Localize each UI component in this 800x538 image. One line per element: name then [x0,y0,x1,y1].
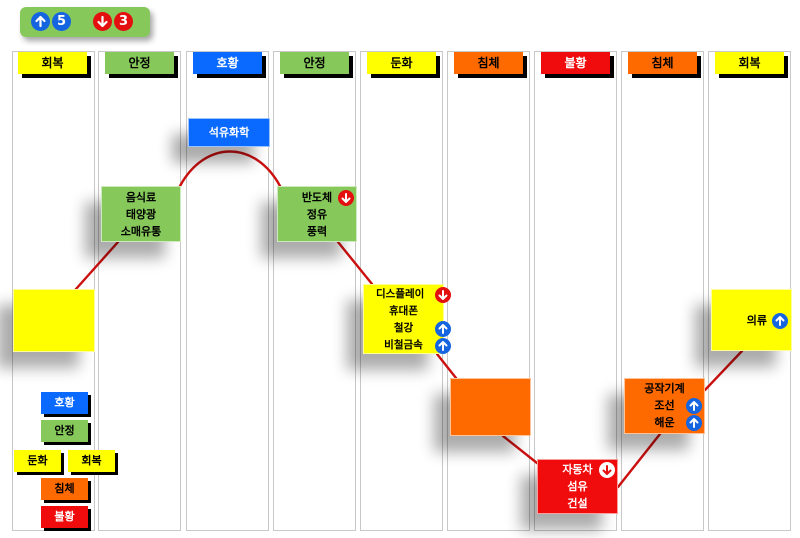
column-stable-2 [273,51,356,531]
sector-item: 석유화학 [208,126,250,139]
stable-sector-box-1: 음식료 태양광 소매유통 [101,186,181,242]
up-arrow-icon [31,12,50,31]
up-arrow-icon [435,321,451,337]
sector-item: 의류 [712,311,791,331]
header-recovery-1: 회복 [18,52,87,74]
boom-sector-box: 석유화학 [188,118,270,147]
sector-item: 디스플레이 [364,286,451,303]
sector-item: 조선 [625,397,704,414]
sector-label: 해운 [654,416,675,429]
trend-summary-panel: 5 3 [20,7,150,37]
sector-item: 소매유통 [120,225,162,238]
down-arrow-icon [599,462,615,478]
legend-stagnation: 침체 [41,478,88,500]
legend-boom: 호황 [41,392,88,414]
header-slowdown: 둔화 [367,52,436,74]
down-arrow-icon [435,287,451,303]
header-boom: 호황 [193,52,262,74]
header-stable-2: 안정 [280,52,349,74]
sector-item: 공작기계 [644,382,685,395]
sector-label: 디스플레이 [376,288,425,300]
up-count-badge: 5 [52,12,71,31]
sector-label: 철강 [393,322,414,334]
down-count-badge: 3 [114,12,133,31]
stable-sector-box-2: 반도체 정유 풍력 [277,186,357,242]
up-arrow-icon [686,415,702,431]
sector-item: 반도체 [278,189,356,206]
column-recession [534,51,617,531]
sector-label: 자동차 [562,463,593,476]
sector-item: 철강 [364,320,451,337]
legend-recession: 불황 [41,506,88,528]
header-recession: 불황 [541,52,610,74]
legend-recovery: 회복 [68,450,115,472]
stagnation-box-empty [450,378,531,436]
sector-item: 풍력 [306,225,328,238]
column-stagnation-1 [447,51,530,531]
header-stagnation-2: 침체 [628,52,697,74]
header-recovery-2: 회복 [715,52,784,74]
legend-slowdown: 둔화 [14,450,61,472]
down-arrow-icon [93,12,112,31]
column-stagnation-2 [621,51,704,531]
sector-label: 반도체 [301,191,333,204]
sector-item: 태양광 [125,208,157,221]
sector-item: 해운 [625,414,704,431]
slowdown-sector-box: 디스플레이 휴대폰 철강 비철금속 [363,284,451,354]
header-stagnation-1: 침체 [454,52,523,74]
stagnation-sector-box: 공작기계 조선 해운 [624,378,705,434]
sector-item: 자동차 [538,461,617,478]
legend-stable: 안정 [41,420,88,442]
sector-label: 조선 [654,399,675,412]
up-arrow-icon [686,398,702,414]
down-arrow-icon [338,190,354,206]
sector-item: 휴대폰 [389,305,418,317]
recovery-sector-box: 의류 [711,289,792,351]
header-stable-1: 안정 [105,52,174,74]
sector-label: 의류 [746,314,767,327]
sector-item: 건설 [567,497,588,510]
sector-item: 정유 [306,208,328,221]
sector-label: 비철금속 [384,339,423,351]
sector-item: 비철금속 [364,337,451,354]
up-arrow-icon [772,313,788,329]
recession-sector-box: 자동차 섬유 건설 [537,459,618,514]
recovery-box-empty [13,289,95,352]
sector-item: 섬유 [567,480,588,493]
up-arrow-icon [435,338,451,354]
sector-item: 음식료 [125,191,157,204]
